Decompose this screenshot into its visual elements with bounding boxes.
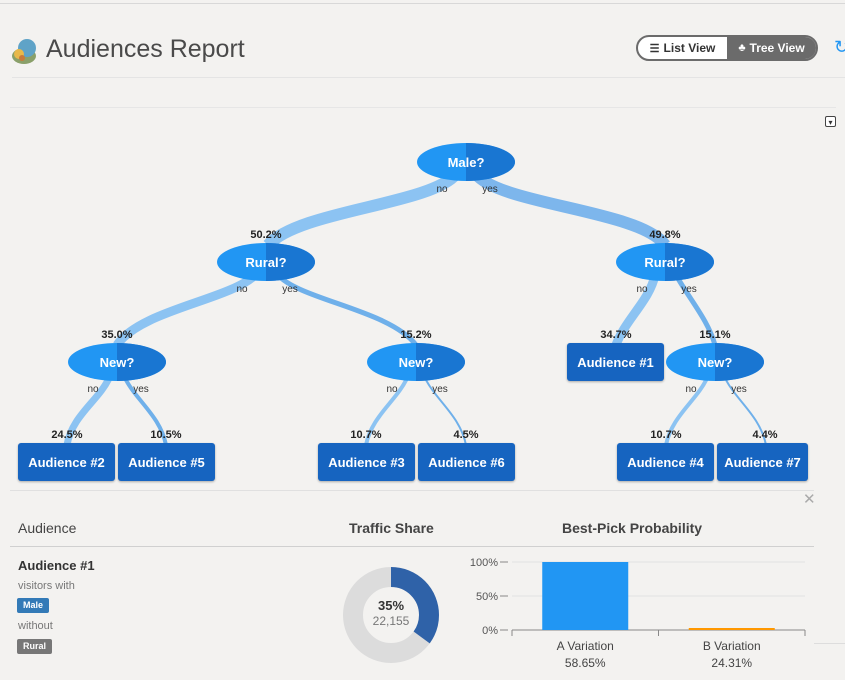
node-label: New?: [399, 355, 434, 370]
without-label: without: [18, 620, 53, 632]
pct-left: 50.2%: [250, 229, 281, 241]
tree-icon: ♣: [738, 42, 746, 54]
list-view-label: List View: [663, 41, 716, 55]
pct-audience-2: 24.5%: [51, 429, 82, 441]
traffic-percent: 35%: [377, 598, 405, 613]
node-rural-left[interactable]: Rural? no yes: [217, 243, 315, 295]
page-header: Audiences Report ☰ List View ♣ Tree View…: [0, 25, 845, 77]
tree-view-label: Tree View: [749, 41, 805, 55]
list-view-button[interactable]: ☰ List View: [638, 37, 727, 59]
node-rural-right[interactable]: Rural? no yes: [616, 243, 714, 295]
x-category-label: B Variation: [703, 639, 761, 653]
pct-audience-5: 10.5%: [150, 429, 181, 441]
node-label: New?: [698, 355, 733, 370]
top-border: [0, 3, 845, 4]
y-tick-label: 0%: [482, 625, 498, 637]
detail-divider: [10, 546, 814, 547]
node-new-lr[interactable]: New? no yes: [367, 343, 465, 395]
bar-a-variation: [542, 562, 629, 630]
tree-view-button[interactable]: ♣ Tree View: [727, 37, 816, 59]
pct-lr: 15.2%: [400, 329, 431, 341]
col-header-audience: Audience: [18, 520, 77, 536]
pct-right: 49.8%: [649, 229, 680, 241]
no-label: no: [87, 384, 99, 395]
donut-share-arc: [343, 567, 439, 663]
no-label: no: [436, 184, 448, 195]
leaf-audience-3[interactable]: Audience #3: [318, 443, 415, 481]
leaf-audience-1[interactable]: Audience #1: [567, 343, 664, 381]
audience-name: Audience #1: [18, 558, 95, 573]
bar-b-variation: [688, 628, 775, 630]
yes-label: yes: [482, 184, 498, 195]
leaf-audience-6[interactable]: Audience #6: [418, 443, 515, 481]
leaf-audience-4[interactable]: Audience #4: [617, 443, 714, 481]
y-tick-label: 100%: [470, 557, 498, 569]
link-root-no: [263, 169, 461, 250]
yes-label: yes: [731, 384, 747, 395]
traffic-count: 22,155: [372, 614, 410, 628]
node-label: Rural?: [245, 255, 286, 270]
link-ll-yes: [122, 375, 168, 446]
x-category-label: A Variation: [557, 639, 614, 653]
link-root-yes: [471, 169, 670, 250]
view-toggle: ☰ List View ♣ Tree View: [636, 35, 818, 61]
pct-audience-3: 10.7%: [350, 429, 381, 441]
link-left-no: [113, 271, 259, 348]
no-label: no: [386, 384, 398, 395]
col-header-probability: Best-Pick Probability: [562, 520, 703, 536]
yes-label: yes: [282, 284, 298, 295]
header-divider: [12, 77, 845, 78]
refresh-icon[interactable]: ↻: [834, 37, 845, 57]
y-tick-label: 50%: [476, 591, 498, 603]
visitors-with-label: visitors with: [18, 580, 75, 592]
leaf-audience-7[interactable]: Audience #7: [717, 443, 808, 481]
link-rr-yes: [723, 375, 767, 446]
collapse-icon[interactable]: ▾: [825, 116, 836, 127]
yes-label: yes: [681, 284, 697, 295]
traffic-donut: [343, 567, 439, 663]
col-header-traffic: Traffic Share: [349, 520, 434, 536]
link-ll-no: [63, 374, 114, 446]
list-icon: ☰: [649, 42, 660, 55]
audience-tree: Male? no yes 50.2% Rural? no yes 49.8% R…: [51, 143, 778, 446]
pct-audience-1: 34.7%: [600, 329, 631, 341]
node-label: Male?: [448, 155, 485, 170]
no-label: no: [685, 384, 697, 395]
no-label: no: [236, 284, 248, 295]
x-value-label: 58.65%: [565, 656, 606, 670]
x-value-label: 24.31%: [711, 656, 752, 670]
node-new-ll[interactable]: New? no yes: [68, 343, 166, 395]
node-new-rr[interactable]: New? no yes: [666, 343, 764, 395]
node-label: Rural?: [644, 255, 685, 270]
link-right-no: [611, 273, 660, 347]
audiences-logo-icon: [12, 39, 36, 64]
page-title: Audiences Report: [46, 35, 245, 63]
yes-label: yes: [133, 384, 149, 395]
link-rr-no: [664, 375, 710, 446]
pct-ll: 35.0%: [101, 329, 132, 341]
link-lr-no: [364, 375, 410, 446]
best-pick-chart: 0% 50% 100% A Variation 58.65% B Variation 24.…: [470, 557, 806, 670]
node-label: New?: [100, 355, 135, 370]
pct-audience-7: 4.4%: [752, 429, 777, 441]
with-badge: Male: [17, 598, 50, 613]
close-icon[interactable]: ✕: [803, 491, 816, 508]
leaf-audience-2[interactable]: Audience #2: [18, 443, 115, 481]
yes-label: yes: [432, 384, 448, 395]
node-root[interactable]: Male? no yes: [417, 143, 515, 195]
link-right-yes: [673, 273, 718, 346]
right-divider: [814, 643, 845, 644]
pct-rr: 15.1%: [699, 329, 730, 341]
link-lr-yes: [423, 375, 467, 446]
pct-audience-6: 4.5%: [453, 429, 478, 441]
leaf-audience-5[interactable]: Audience #5: [118, 443, 215, 481]
pct-audience-4: 10.7%: [650, 429, 681, 441]
no-label: no: [636, 284, 648, 295]
link-left-yes: [276, 273, 419, 347]
without-badge: Rural: [17, 639, 53, 654]
